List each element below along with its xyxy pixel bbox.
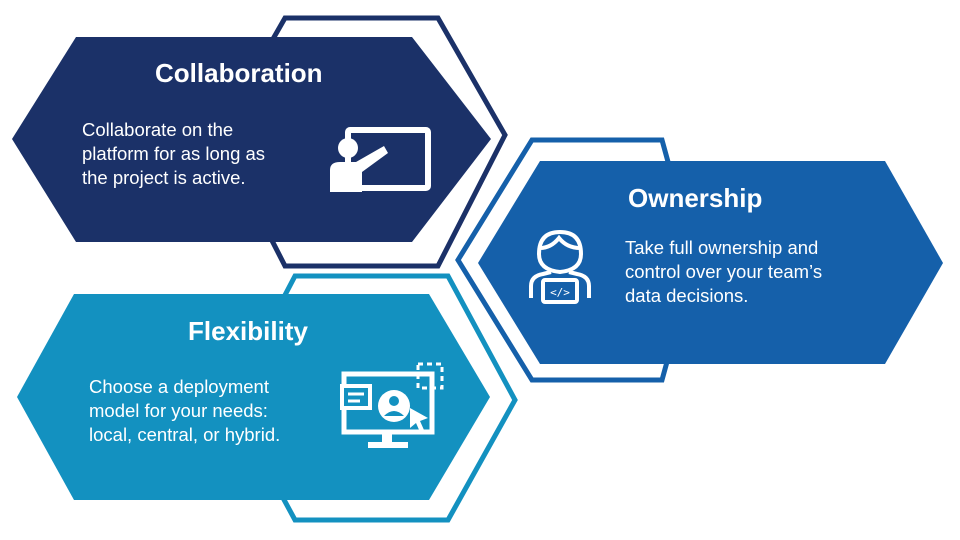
ownership-line: Take full ownership and <box>625 237 819 258</box>
flexibility-description: Choose a deployment model for your needs… <box>89 375 280 447</box>
ownership-title: Ownership <box>628 183 763 213</box>
collaboration-description: Collaborate on the platform for as long … <box>82 118 265 190</box>
ownership-line: control over your team’s <box>625 261 823 282</box>
flexibility-line: local, central, or hybrid. <box>89 424 281 445</box>
collaboration-line: platform for as long as <box>82 143 266 164</box>
collaboration-line: the project is active. <box>82 167 246 188</box>
svg-text:</>: </> <box>550 286 570 299</box>
flexibility-line: model for your needs: <box>89 400 268 421</box>
ownership-hexagon <box>478 161 943 364</box>
ownership-hexagon-outline <box>455 137 698 383</box>
collaboration-title: Collaboration <box>155 58 323 88</box>
ownership-description: Take full ownership and control over you… <box>625 236 822 308</box>
flexibility-title: Flexibility <box>188 316 308 346</box>
ownership-line: data decisions. <box>625 285 749 306</box>
developer-laptop-icon: </> <box>529 229 591 304</box>
flexibility-line: Choose a deployment <box>89 376 269 397</box>
flexibility-hexagon <box>17 294 490 500</box>
collaboration-line: Collaborate on the <box>82 119 234 140</box>
presentation-board-icon <box>330 127 431 192</box>
monitor-profile-icon <box>340 362 444 448</box>
